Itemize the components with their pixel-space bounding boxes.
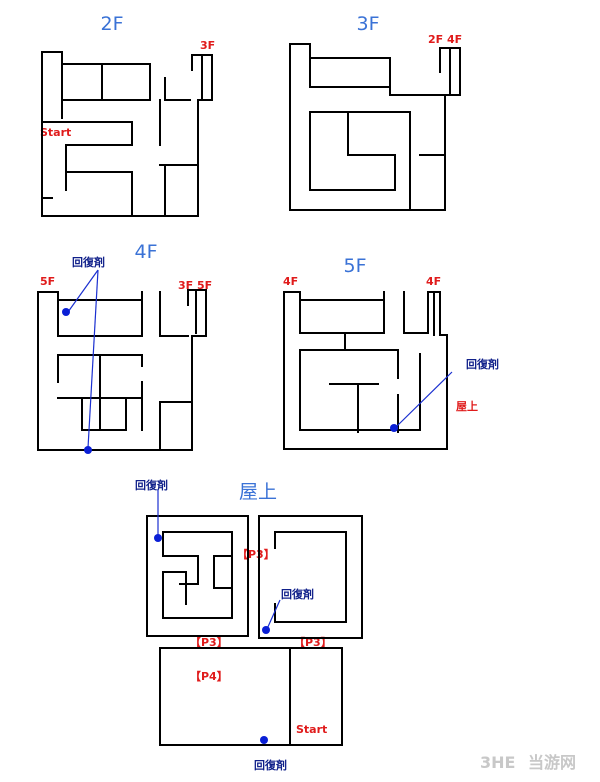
watermark-logo: 3HE [480,753,515,772]
stairs-3f-label: 3F [200,39,215,52]
roof-label: 屋上 [456,399,478,413]
floor-2f-walls [41,51,213,217]
roof-left-building-walls [146,515,249,637]
p3-right-bottom-label: 【P3】 [294,636,332,649]
item-marker [260,736,268,744]
floor-3f-map: 3F 2F 4F [289,13,462,211]
item-marker [84,446,92,454]
item-label: 回復剤 [466,357,499,371]
floor-2f-map: 2F 3F Start [40,13,215,217]
item-label: 回復剤 [281,587,314,601]
roof-right-building-walls [258,515,363,639]
watermark: 3HE 当游网 [480,753,576,772]
stairs-4f-right-label: 4F [426,275,441,288]
item-label: 回復剤 [72,255,105,269]
roof-title: 屋上 [239,481,277,503]
roof-bottom-building-walls [159,647,343,746]
floor-4f-walls [37,289,207,451]
item-marker [62,308,70,316]
stairs-5f-label: 5F [40,275,55,288]
floor-5f-title: 5F [343,255,366,277]
item-marker [390,424,398,432]
floor-2f-title: 2F [100,13,123,35]
floor-5f-map: 5F 4F 4F 回復剤 屋上 [283,255,499,450]
p4-label: 【P4】 [190,670,228,683]
stairs-2f-4f-label: 2F 4F [428,33,462,46]
item-pointer-line [266,599,281,630]
item-label: 回復剤 [135,478,168,492]
item-marker [154,534,162,542]
roof-map: 屋上 回復剤 【P3】 回復剤 【P3】 【P3】 【P4】 Start 回復剤 [135,478,363,772]
floor-4f-map: 4F 5F 3F 5F 回復剤 [37,241,212,454]
item-label: 回復剤 [254,758,287,772]
floor-3f-title: 3F [356,13,379,35]
item-pointer-line [67,269,99,313]
floor-3f-walls [289,43,461,211]
item-pointer-line [87,269,99,449]
start-label: Start [296,723,327,736]
floor-4f-title: 4F [134,241,157,263]
p3-left-bottom-label: 【P3】 [190,636,228,649]
item-marker [262,626,270,634]
item-pointer-line [395,371,453,428]
start-label: Start [40,126,71,139]
stairs-4f-left-label: 4F [283,275,298,288]
stairs-3f-5f-label: 3F 5F [178,279,212,292]
watermark-text: 当游网 [528,753,576,772]
floor-5f-walls [283,291,448,450]
p3-right-label: 【P3】 [237,548,275,561]
